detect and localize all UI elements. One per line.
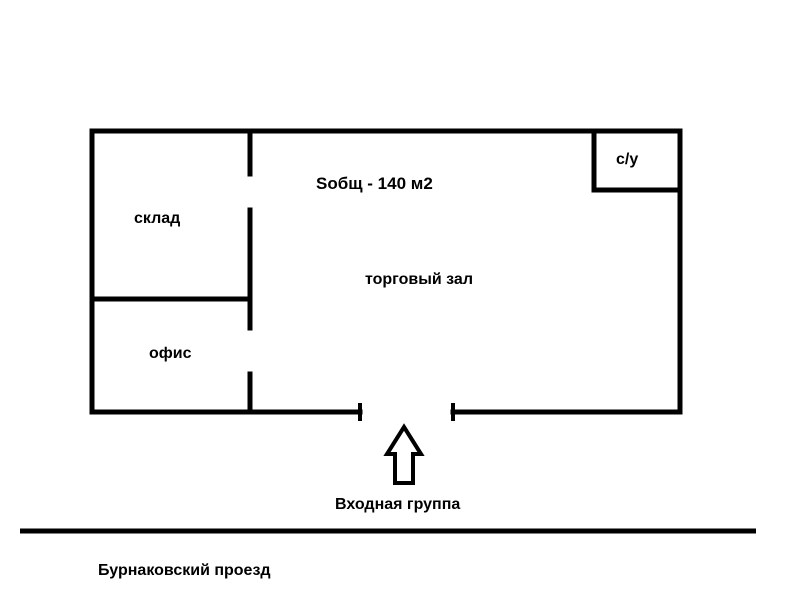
room-label-wc: с/у [616, 151, 639, 168]
room-label-office: офис [149, 345, 192, 362]
total-area-label: Sобщ - 140 м2 [316, 174, 433, 193]
room-label-storage: склад [134, 210, 181, 227]
room-label-sales-hall: торговый зал [365, 271, 473, 288]
entrance-label: Входная группа [335, 496, 461, 513]
street-label: Бурнаковский проезд [98, 562, 271, 579]
arrow-up-outline-icon [383, 423, 425, 485]
